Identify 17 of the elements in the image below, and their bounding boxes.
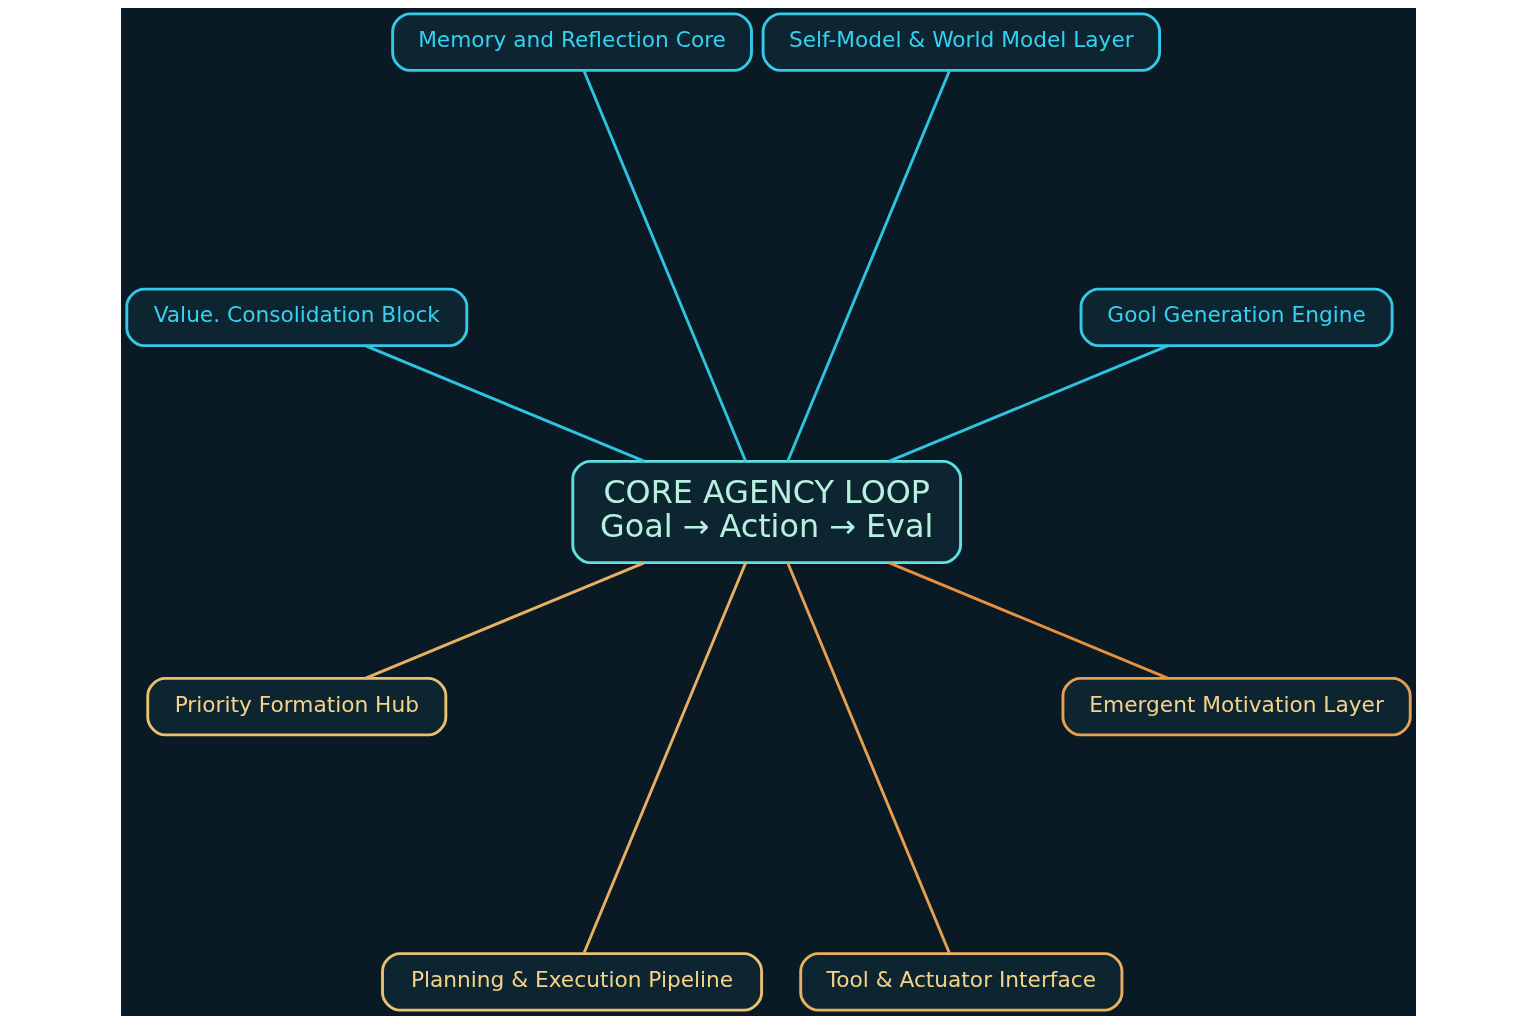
node-box: Emergent Motivation Layer: [1061, 676, 1412, 737]
node-box: Priority Formation Hub: [145, 676, 447, 737]
connector: [785, 70, 951, 462]
node-box: Self-Model & World Model Layer: [761, 12, 1161, 72]
connector: [582, 562, 747, 954]
node-box: Planning & Execution Pipeline: [380, 952, 763, 1012]
node-box: Gool Generation Engine: [1079, 287, 1394, 348]
connector: [785, 562, 951, 954]
node-box: Memory and Reflection Core: [390, 12, 753, 72]
connector: [888, 344, 1169, 463]
node-box: Value. Consolidation Block: [124, 287, 468, 348]
connector: [582, 70, 747, 462]
connector: [364, 344, 645, 463]
connector: [888, 561, 1169, 680]
node-box: Tool & Actuator Interface: [798, 952, 1123, 1012]
connector: [364, 561, 645, 680]
node-box: CORE AGENCY LOOP Goal → Action → Eval: [570, 459, 962, 565]
